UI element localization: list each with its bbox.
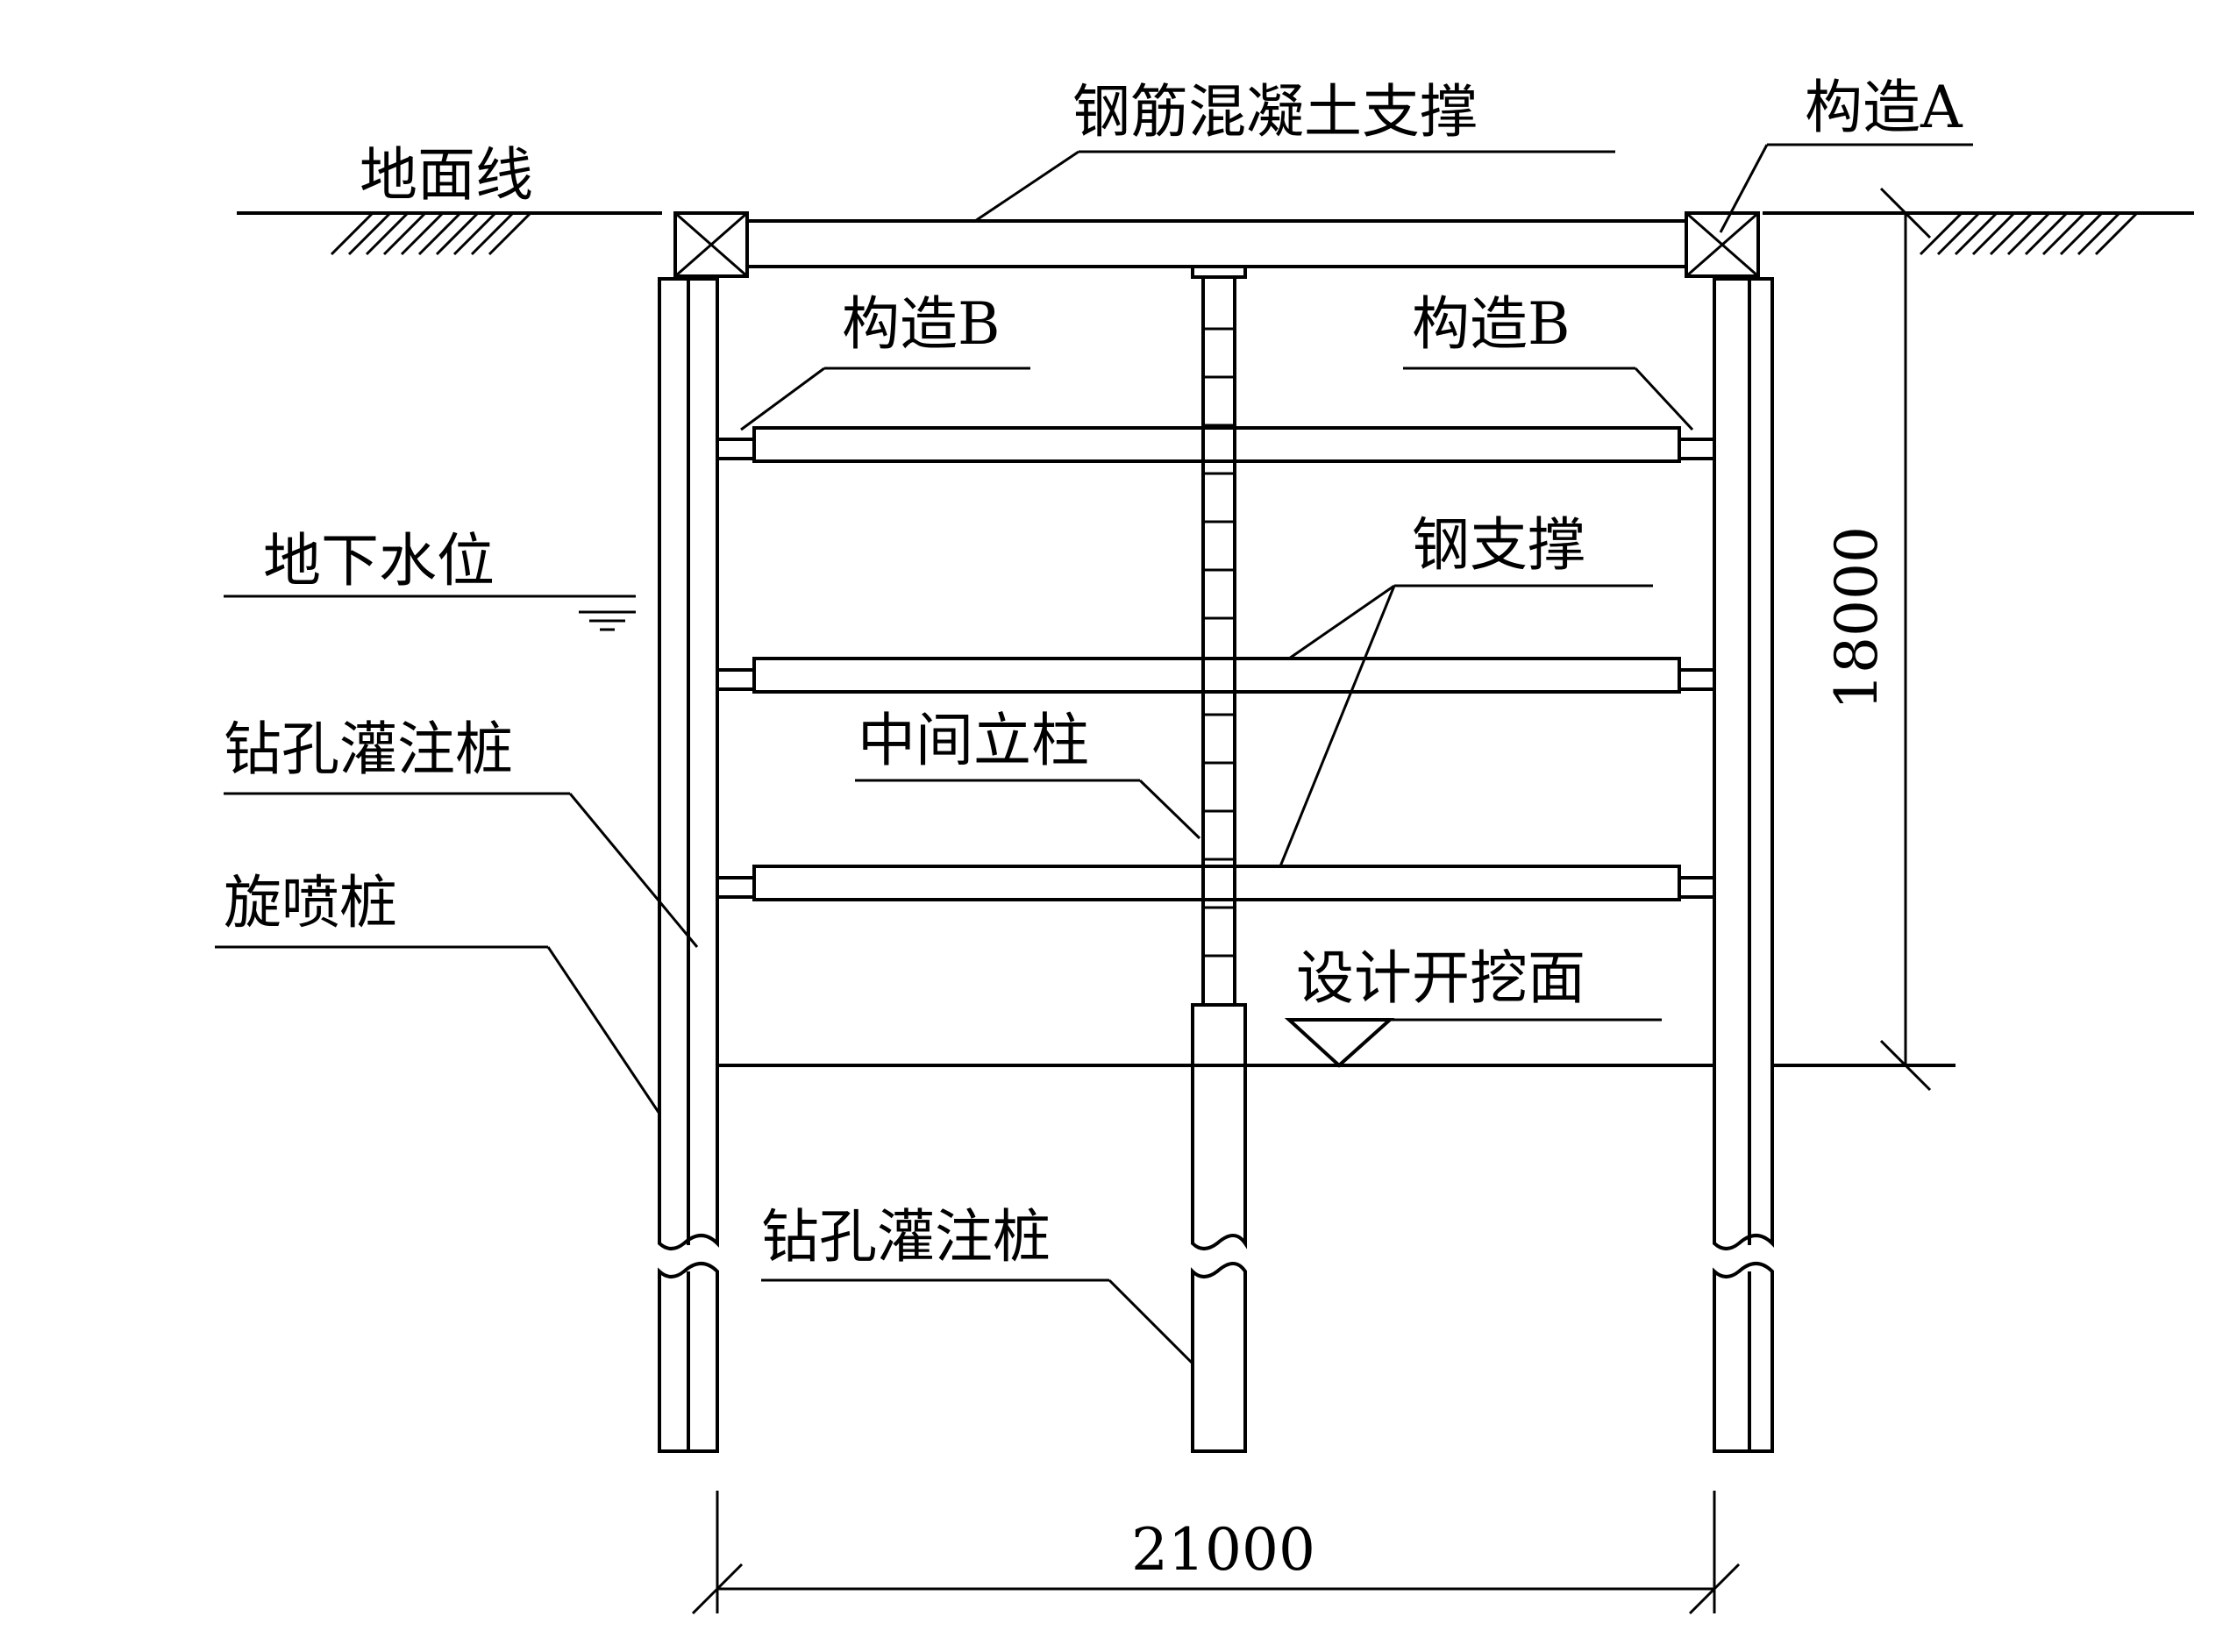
depth-dimension [1879, 187, 1932, 1092]
groundwater-symbol [579, 610, 636, 631]
ground-surface [237, 211, 2194, 256]
detail-b-left-label: 构造B [842, 290, 1001, 358]
column-segment-3 [1201, 865, 1236, 901]
ground-hatch-left [330, 211, 532, 256]
right-retaining-wall [1713, 277, 1774, 1453]
design-excavation-label: 设计开挖面 [1296, 944, 1585, 1012]
ground-line-label: 地面线 [360, 141, 533, 209]
column-segment-1 [1201, 426, 1236, 463]
jet-grout-pile-label: 旋喷桩 [224, 869, 397, 936]
leader-lines [215, 143, 1973, 1365]
steel-strut-label: 钢支撑 [1412, 511, 1585, 579]
rc-strut [745, 219, 1688, 268]
column-segment-2 [1201, 657, 1236, 694]
middle-column-label: 中间立柱 [858, 707, 1089, 774]
bored-pile-center-label: 钻孔灌注桩 [761, 1203, 1051, 1271]
groundwater-label: 地下水位 [263, 527, 495, 595]
width-dimension [691, 1491, 1741, 1615]
left-retaining-wall [658, 277, 719, 1453]
width-dimension-value: 21000 [1131, 1516, 1315, 1584]
ground-hatch-right [1919, 211, 2139, 256]
excavation-surface-marker [1284, 1018, 1395, 1068]
capping-beam-right [1685, 211, 1760, 278]
rc-strut-label: 钢筋混凝土支撑 [1072, 78, 1478, 146]
detail-b-right-label: 构造B [1412, 290, 1571, 358]
bored-pile-left-label: 钻孔灌注桩 [224, 716, 513, 783]
capping-beam-left [673, 211, 749, 278]
detail-a-label: 构造A [1805, 74, 1963, 141]
depth-dimension-value: 18000 [1823, 526, 1891, 710]
center-bored-pile [1191, 1003, 1247, 1453]
